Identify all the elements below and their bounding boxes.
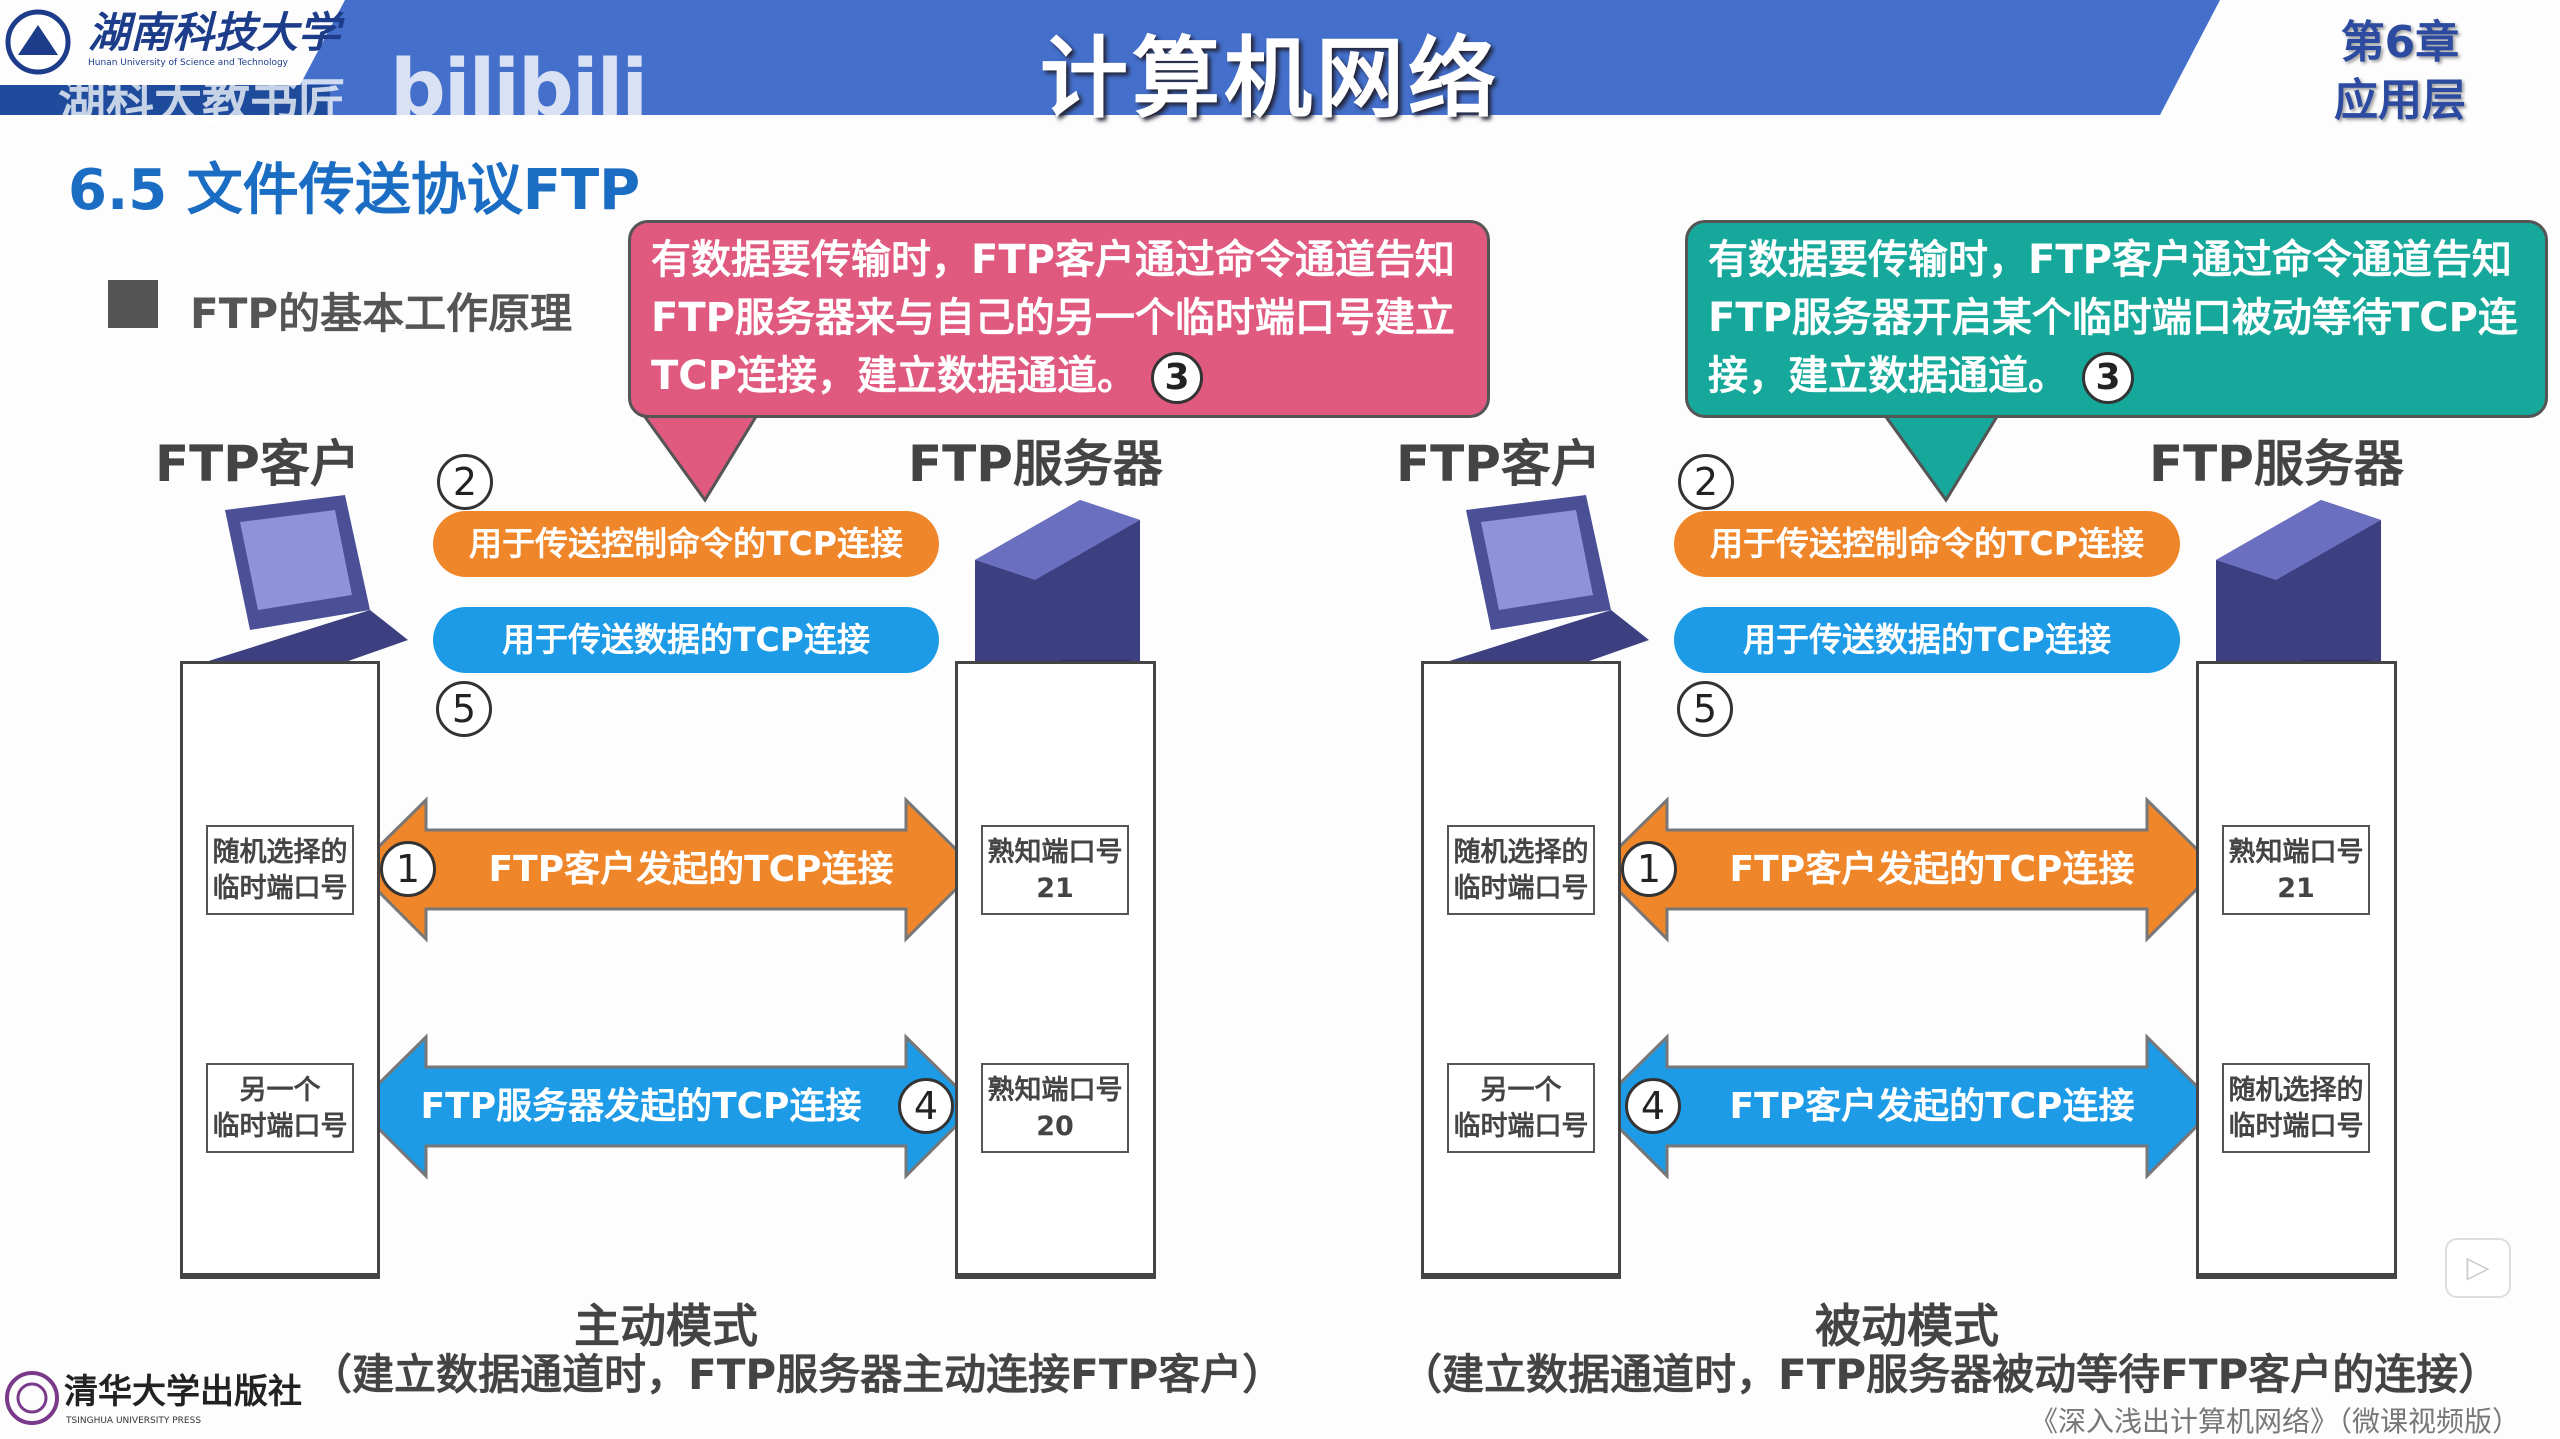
bilibili-watermark: bilibili — [390, 44, 648, 134]
control-connection-cylinder: 用于传送控制命令的TCP连接 — [1674, 511, 2180, 577]
step-4-badge: 4 — [898, 1078, 954, 1134]
tsinghua-seal-icon — [5, 1371, 59, 1425]
control-connection-cylinder: 用于传送控制命令的TCP连接 — [433, 511, 939, 577]
header-banner — [0, 0, 2220, 115]
arrow-2-label: FTP客户发起的TCP连接 — [1729, 1086, 2135, 1127]
step-1-badge: 1 — [380, 841, 436, 897]
client-port-1: 随机选择的临时端口号 — [1447, 825, 1595, 915]
chapter-name: 应用层 — [2334, 75, 2466, 126]
book-title: 《深入浅出计算机网络》（微课视频版） — [2030, 1405, 2521, 1438]
callout-text: 有数据要传输时，FTP客户通过命令通道告知FTP服务器来与自己的另一个临时端口号… — [651, 237, 1455, 399]
mode-description: （建立数据通道时，FTP服务器主动连接FTP客户） — [310, 1350, 1285, 1399]
callout-pointer — [637, 408, 763, 503]
passive-mode-callout: 有数据要传输时，FTP客户通过命令通道告知FTP服务器开启某个临时端口被动等待T… — [1685, 220, 2548, 418]
mode-title: 主动模式 — [574, 1299, 758, 1353]
publisher-logo-en: TSINGHUA UNIVERSITY PRESS — [66, 1416, 202, 1426]
callout-text: 有数据要传输时，FTP客户通过命令通道告知FTP服务器开启某个临时端口被动等待T… — [1708, 237, 2518, 399]
client-port-2: 另一个临时端口号 — [1447, 1063, 1595, 1153]
server-column-box — [955, 661, 1156, 1279]
callout-pointer — [1878, 408, 2004, 503]
active-mode-callout: 有数据要传输时，FTP客户通过命令通道告知FTP服务器来与自己的另一个临时端口号… — [628, 220, 1490, 418]
step-4-badge: 4 — [1625, 1078, 1681, 1134]
section-title: 6.5 文件传送协议FTP — [68, 158, 641, 223]
server-port-2: 随机选择的临时端口号 — [2222, 1063, 2370, 1153]
step-5-badge: 5 — [1677, 681, 1733, 737]
server-label: FTP服务器 — [908, 435, 1163, 493]
data-connection-cylinder: 用于传送数据的TCP连接 — [1674, 607, 2180, 673]
play-button-icon[interactable]: ▷ — [2445, 1238, 2511, 1298]
data-connection-cylinder: 用于传送数据的TCP连接 — [433, 607, 939, 673]
step-2-badge: 2 — [1678, 454, 1734, 510]
step-3-badge: 3 — [2082, 352, 2134, 404]
mode-title: 被动模式 — [1815, 1299, 1999, 1353]
client-label: FTP客户 — [1396, 435, 1601, 493]
university-logo-subtitle: Hunan University of Science and Technolo… — [88, 58, 289, 68]
arrow-1-label: FTP客户发起的TCP连接 — [488, 849, 894, 890]
bullet-square-icon — [108, 280, 158, 328]
server-label: FTP服务器 — [2149, 435, 2404, 493]
publisher-logo-text: 清华大学出版社 — [64, 1372, 302, 1412]
server-column-box — [2196, 661, 2397, 1279]
passive-mode-diagram: FTP客户 FTP服务器 2 用于传送控制命令的TCP连接 用于传送数据的TCP… — [1241, 0, 2500, 1439]
step-3-badge: 3 — [1150, 352, 1203, 404]
chapter-number: 第6章 — [2340, 17, 2460, 68]
mode-description: （建立数据通道时，FTP服务器被动等待FTP客户的连接） — [1400, 1350, 2501, 1399]
active-mode-diagram: FTP客户 FTP服务器 2 用于传送控制命令的TCP连接 用于传送数据的TCP… — [0, 0, 1284, 1439]
university-logo-text: 湖南科技大学 — [88, 8, 341, 57]
watermark-text: 湖科大教书匠 — [58, 74, 347, 130]
client-port-1: 随机选择的临时端口号 — [206, 825, 354, 915]
client-label: FTP客户 — [155, 435, 360, 493]
client-column-box — [1421, 661, 1621, 1279]
step-5-badge: 5 — [436, 681, 492, 737]
client-port-2: 另一个临时端口号 — [206, 1063, 354, 1153]
arrow-1-label: FTP客户发起的TCP连接 — [1729, 849, 2135, 890]
course-title: 计算机网络 — [1039, 27, 1500, 130]
client-column-box — [180, 661, 380, 1279]
bullet-text: FTP的基本工作原理 — [190, 289, 573, 338]
step-2-badge: 2 — [437, 454, 493, 510]
step-1-badge: 1 — [1621, 841, 1677, 897]
arrow-2-label: FTP服务器发起的TCP连接 — [420, 1086, 862, 1127]
